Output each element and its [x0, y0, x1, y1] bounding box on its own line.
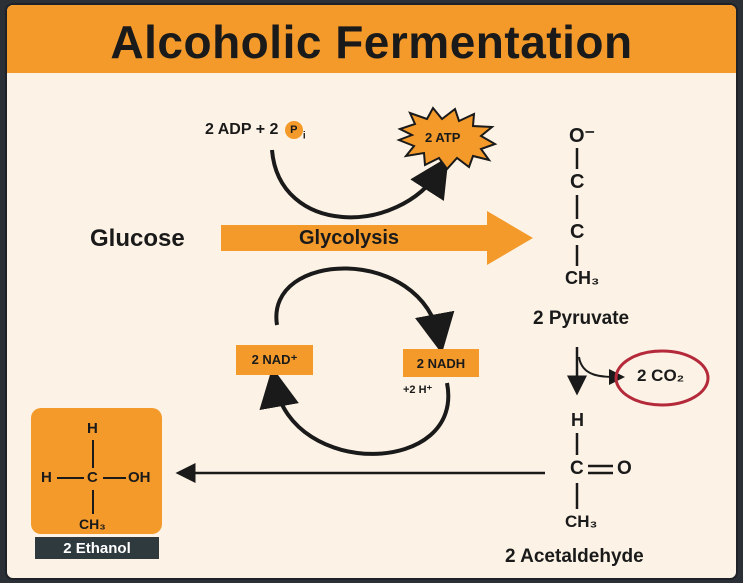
pyruvate-o-minus: O⁻ — [569, 125, 596, 147]
pyruvate-ch3: CH₃ — [565, 268, 600, 288]
pyruvate-label: 2 Pyruvate — [533, 308, 630, 329]
acetaldehyde-o: O — [617, 458, 632, 479]
acetaldehyde-h: H — [571, 410, 584, 430]
atp-starburst — [396, 106, 498, 171]
atp-label: 2 ATP — [425, 130, 461, 145]
nadh-to-nad-arrow — [259, 367, 451, 456]
ethanol-bonds — [57, 440, 126, 514]
title-bar: Alcoholic Fermentation — [7, 5, 736, 73]
ethanol-ch3: CH₃ — [79, 516, 106, 532]
co2-branch-arrow — [578, 356, 625, 385]
co2-highlight-circle — [614, 349, 710, 407]
nad-to-nadh-arrow — [274, 266, 455, 354]
glucose-label: Glucose — [90, 225, 185, 252]
pyruvate-c2: C — [570, 221, 585, 243]
slide: Alcoholic Fermentation — [7, 5, 736, 578]
co2-label: 2 CO₂ — [637, 366, 685, 385]
acetaldehyde-c: C — [570, 458, 584, 479]
phosphate-icon: P — [284, 121, 303, 139]
ethanol-h-left: H — [41, 469, 52, 486]
ethanol-oh: OH — [128, 469, 151, 486]
acetaldehyde-label: 2 Acetaldehyde — [505, 546, 644, 567]
nad-plus-label: 2 NAD⁺ — [251, 352, 298, 367]
ethanol-label-box: 2 Ethanol — [35, 537, 159, 559]
glycolysis-label: Glycolysis — [299, 227, 400, 249]
ethanol-label: 2 Ethanol — [63, 539, 131, 557]
adp-text: 2 ADP + 2 — [205, 121, 279, 139]
phosphate-symbol: P — [290, 124, 298, 136]
slide-title: Alcoholic Fermentation — [110, 16, 633, 68]
adp-pi-label: 2 ADP + 2 P i — [205, 121, 306, 141]
pyruvate-c1: C — [570, 171, 585, 193]
ethanol-box: H H C OH CH₃ — [31, 408, 162, 534]
ethanol-c: C — [87, 469, 98, 486]
protons-label: +2 H⁺ — [403, 384, 433, 396]
diagram-arrows — [175, 106, 710, 509]
glycolysis-arrow — [221, 211, 533, 265]
acetaldehyde-ch3: CH₃ — [565, 512, 598, 531]
ethanol-h-top: H — [87, 420, 98, 437]
atp-curve-arrow — [270, 149, 449, 220]
nad-plus-box: 2 NAD⁺ — [236, 345, 313, 375]
nadh-box: 2 NADH — [403, 349, 479, 377]
phosphate-subscript: i — [302, 130, 306, 142]
nadh-label: 2 NADH — [416, 355, 466, 371]
